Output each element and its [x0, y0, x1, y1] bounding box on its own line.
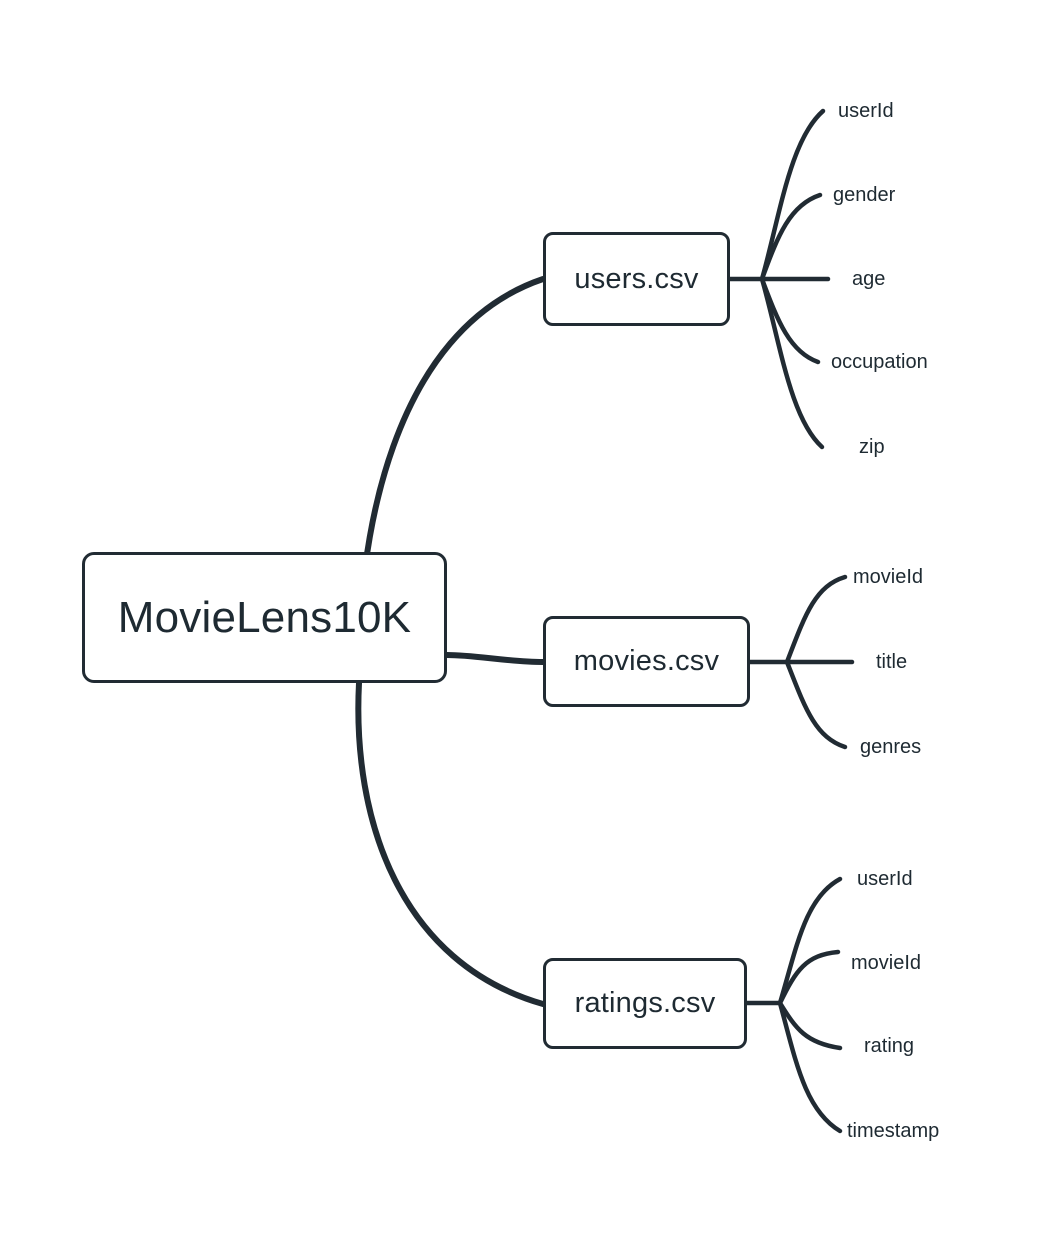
edge-ratings-userid — [777, 876, 843, 1006]
node-users-csv[interactable]: users.csv — [543, 232, 730, 326]
edge-ratings-rating — [777, 1000, 843, 1051]
node-movies-csv[interactable]: movies.csv — [543, 616, 750, 707]
leaf-ratings-movieid[interactable]: movieId — [851, 952, 922, 974]
leaf-users-gender[interactable]: gender — [833, 184, 896, 206]
leaf-ratings-timestamp[interactable]: timestamp — [847, 1120, 940, 1142]
edge-ratings-movieid — [777, 949, 841, 1006]
edge-users-userid — [759, 108, 826, 282]
edge-movies-genres — [784, 659, 848, 750]
leaf-users-userid[interactable]: userId — [838, 100, 894, 122]
node-movies-csv-label: movies.csv — [573, 645, 720, 677]
leaf-ratings-userid[interactable]: userId — [857, 868, 913, 890]
leaf-users-zip[interactable]: zip — [859, 436, 885, 458]
node-ratings-csv[interactable]: ratings.csv — [543, 958, 747, 1049]
leaf-users-age[interactable]: age — [852, 268, 886, 290]
node-ratings-csv-label: ratings.csv — [574, 987, 716, 1019]
leaf-ratings-rating[interactable]: rating — [864, 1035, 915, 1057]
node-root-label: MovieLens10K — [117, 592, 412, 642]
edge-movies-movieid — [784, 574, 848, 665]
edge-users-gender — [759, 192, 823, 282]
leaf-users-occupation[interactable]: occupation — [831, 351, 928, 373]
leaf-movies-title[interactable]: title — [876, 651, 908, 673]
leaf-movies-movieid[interactable]: movieId — [853, 566, 924, 588]
node-users-csv-label: users.csv — [574, 262, 699, 295]
edge-users-zip — [759, 276, 825, 450]
leaf-movies-genres[interactable]: genres — [860, 736, 922, 758]
edge-root-to-ratings — [355, 680, 546, 1007]
edge-root-to-movies — [444, 652, 546, 665]
node-root[interactable]: MovieLens10K — [82, 552, 447, 683]
edge-ratings-timestamp — [777, 1000, 843, 1134]
